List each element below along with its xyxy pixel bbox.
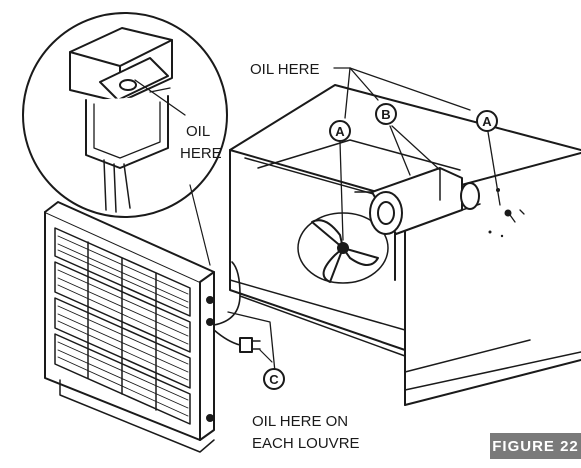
callout-a-left: A (329, 120, 351, 142)
figure-badge: FIGURE 22 (490, 433, 581, 459)
callout-b: B (375, 103, 397, 125)
oil-spots (489, 188, 512, 237)
power-cord (214, 262, 272, 362)
motor (355, 168, 480, 234)
callout-c: C (263, 368, 285, 390)
oil-here-louvre-label-line1: OIL HERE ON (252, 414, 348, 429)
front-grille (45, 202, 214, 452)
cabinet (230, 85, 581, 405)
inset-pointer-line (190, 185, 210, 265)
inset-motor-closeup (23, 13, 227, 217)
oil-here-inset-label-line2: HERE (180, 146, 222, 161)
oil-here-inset-label-line1: OIL (186, 124, 210, 139)
oil-here-top-label: OIL HERE (250, 62, 319, 77)
callout-a-right: A (476, 110, 498, 132)
oil-here-louvre-label-line2: EACH LOUVRE (252, 436, 360, 451)
